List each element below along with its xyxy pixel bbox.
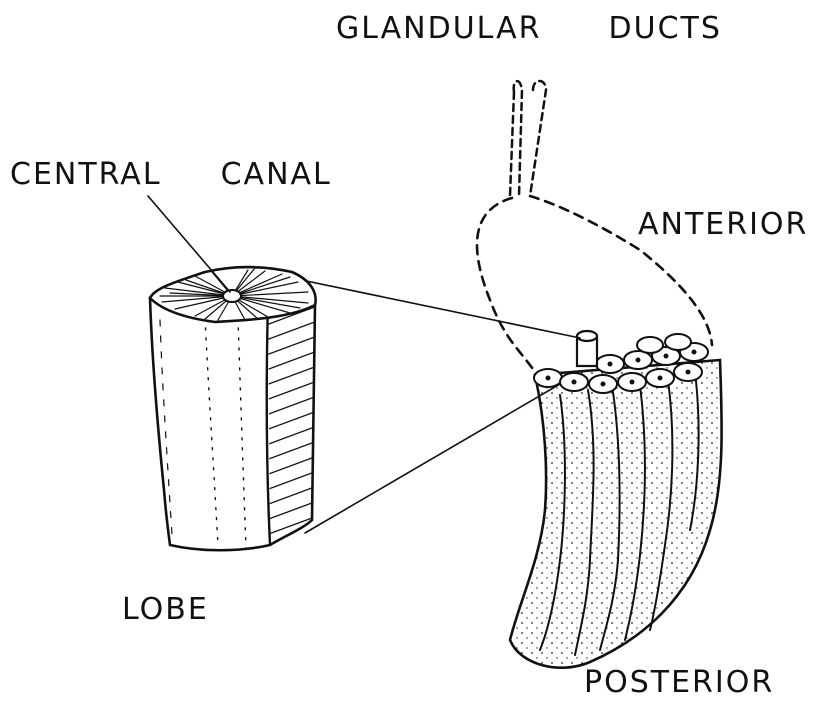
central-canal-opening [223,290,241,302]
label-central-canal: CENTRAL CANAL [10,160,332,190]
lobe-drawing [150,267,320,550]
label-anterior: ANTERIOR [638,210,808,240]
label-glandular-ducts: GLANDULAR DUCTS [336,14,722,44]
label-posterior: POSTERIOR [584,668,774,698]
gland-body [510,331,722,668]
gland-canal-tube [577,331,597,366]
callout-lines [292,278,580,533]
label-lobe: LOBE [122,595,209,625]
glandular-ducts-drawing [510,81,546,196]
